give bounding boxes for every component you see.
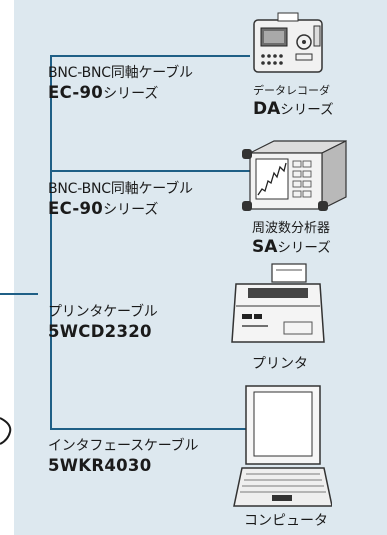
printer-icon — [228, 262, 328, 350]
device-label: コンピュータ — [244, 513, 328, 529]
cable-label-2: BNC-BNC同軸ケーブル EC-90シリーズ — [48, 180, 193, 221]
trunk-line — [50, 55, 52, 430]
cable-label-4: インタフェースケーブル 5WKR4030 — [48, 437, 198, 477]
device-label-printer: プリンタ — [244, 353, 316, 373]
device-suffix: シリーズ — [280, 102, 334, 118]
branch-line-sa — [50, 170, 250, 172]
device-label: プリンタ — [252, 356, 308, 372]
cable-code: 5WKR4030 — [48, 456, 152, 475]
device-label-da: データレコーダ DAシリーズ — [253, 82, 334, 119]
cable-name: インタフェースケーブル — [48, 438, 199, 454]
cable-name: BNC-BNC同軸ケーブル — [48, 181, 193, 197]
cable-code: EC-90 — [48, 83, 104, 102]
device-bold: DA — [253, 99, 281, 119]
branch-line-computer — [50, 428, 250, 430]
branch-line-da — [50, 55, 250, 57]
data-recorder-icon — [248, 10, 328, 74]
device-label-sa: 周波数分析器 SAシリーズ — [252, 217, 331, 257]
laptop-icon — [232, 382, 332, 512]
device-suffix: シリーズ — [277, 240, 331, 256]
device-bold: SA — [252, 237, 278, 257]
diagram-panel — [14, 0, 387, 535]
cable-label-1: BNC-BNC同軸ケーブル EC-90シリーズ — [48, 64, 193, 105]
cable-name: プリンタケーブル — [48, 304, 158, 320]
lead-wire-icon — [0, 417, 12, 445]
cable-name: BNC-BNC同軸ケーブル — [48, 65, 193, 81]
device-label-computer: コンピュータ — [236, 510, 336, 530]
cable-suffix: シリーズ — [103, 202, 159, 218]
cable-label-3: プリンタケーブル 5WCD2320 — [48, 303, 158, 343]
cable-suffix: シリーズ — [103, 86, 159, 102]
device-sublabel: 周波数分析器 — [252, 221, 331, 236]
cable-code: EC-90 — [48, 199, 104, 218]
cable-code: 5WCD2320 — [48, 322, 152, 341]
input-connector-line — [0, 293, 38, 295]
device-sublabel: データレコーダ — [253, 84, 330, 97]
frequency-analyzer-icon — [238, 135, 353, 215]
